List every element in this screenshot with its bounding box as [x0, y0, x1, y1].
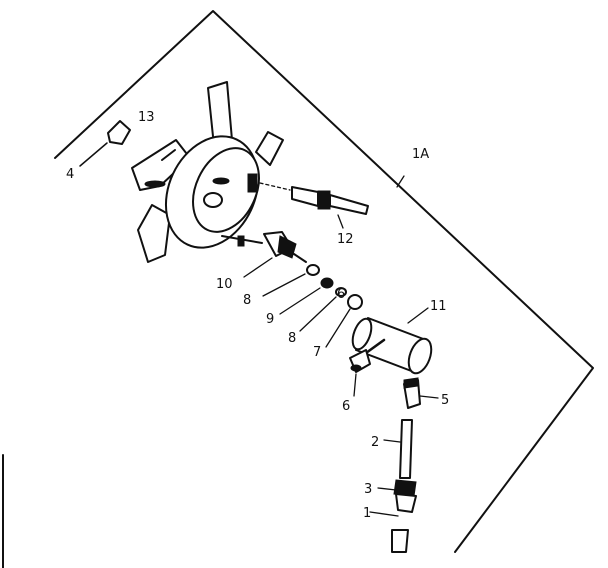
part-2-tube [383, 419, 413, 479]
part-8b-washer [299, 287, 347, 332]
part-10-valve [221, 231, 307, 278]
callout-labels: 1A 13 4 12 10 8 9 8 6 7 11 6 5 2 3 1 [66, 110, 449, 521]
label-6-upper: 6 [337, 287, 345, 302]
label-10: 10 [216, 277, 233, 292]
part-4-cap [79, 120, 131, 167]
label-2: 2 [371, 435, 379, 450]
assembly-outline [54, 10, 594, 553]
part-11-cylinder [351, 307, 433, 375]
label-9: 9 [266, 312, 274, 327]
label-1: 1 [363, 506, 371, 521]
part-5-fitting [403, 377, 439, 409]
label-12: 12 [337, 232, 354, 247]
label-7: 7 [313, 345, 321, 360]
part-13-housing [131, 81, 284, 263]
part-7-ball [325, 294, 363, 348]
label-1A: 1A [412, 147, 429, 162]
label-13: 13 [138, 110, 155, 125]
part-12-plug [259, 182, 369, 229]
part-8-washer [262, 264, 320, 297]
part-9-spring [279, 277, 334, 315]
part-6-screw [349, 338, 386, 397]
label-11: 11 [430, 299, 447, 314]
label-8-lower: 8 [288, 331, 296, 346]
part-1-hose [369, 511, 409, 553]
label-3: 3 [364, 482, 372, 497]
label-6-lower: 6 [342, 399, 350, 414]
label-4: 4 [66, 167, 74, 182]
part-3-connector [377, 479, 417, 513]
label-5: 5 [441, 393, 449, 408]
label-8-upper: 8 [243, 293, 251, 308]
